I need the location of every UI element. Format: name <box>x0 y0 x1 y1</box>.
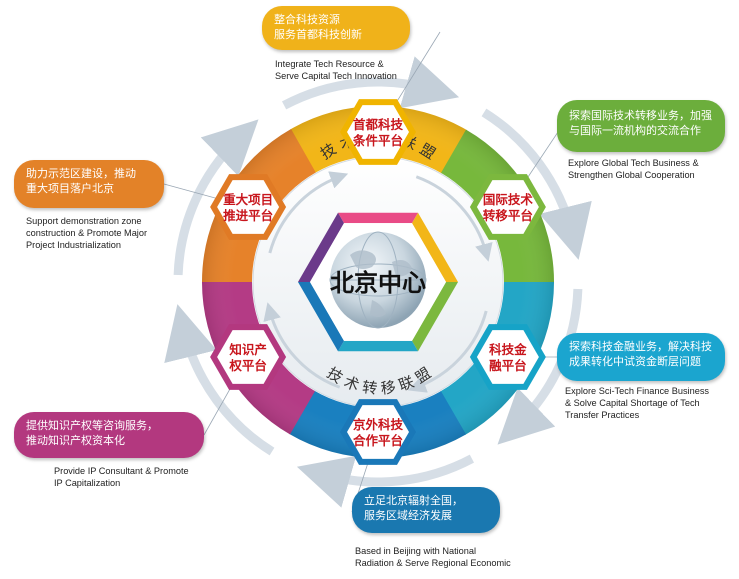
callout-major: 助力示范区建设，推动 重大项目落户北京 <box>14 160 164 208</box>
caption-international-en-2: Strengthen Global Cooperation <box>568 170 695 180</box>
caption-outer-en-1: Based in Beijing with National <box>355 546 477 556</box>
outer-arrow <box>173 119 259 276</box>
caption-ip-en-2: IP Capitalization <box>54 478 121 488</box>
callout-international: 探索国际技术转移业务，加强 与国际一流机构的交流合作 <box>557 100 725 152</box>
center-hex-edge <box>412 282 458 352</box>
platform-node-label: 条件平台 <box>352 133 403 148</box>
platform-node-fill <box>476 180 539 234</box>
platform-node-fill <box>347 405 409 459</box>
platform-node-label: 科技金 <box>489 342 527 357</box>
outer-arrow <box>481 108 592 260</box>
center-hex-edge <box>412 212 458 282</box>
center-hex-edge <box>298 282 344 352</box>
caption-finance-en-1: Explore Sci-Tech Finance Business <box>565 386 710 396</box>
platform-node-label: 权平台 <box>228 358 267 373</box>
callout-outer: 立足北京辐射全国， 服务区域经济发展 <box>352 487 500 533</box>
caption-major-en-2: construction & Promote Major <box>26 228 148 238</box>
caption-international-en-1: Explore Global Tech Business & <box>568 158 699 168</box>
platform-node-label: 推进平台 <box>223 208 273 223</box>
inner-arrow <box>407 310 488 393</box>
center-label: 北京中心 <box>330 269 426 297</box>
callout-finance: 探索科技金融业务，解决科技 成果转化中试资金断层问题 <box>557 333 725 381</box>
caption-finance-en-2: & Solve Capital Shortage of Tech <box>565 398 700 408</box>
platform-node-label: 重大项目 <box>223 192 273 207</box>
platform-node-label: 转移平台 <box>483 208 533 223</box>
callout-finance-cn-2: 成果转化中试资金断层问题 <box>569 355 701 368</box>
globe-icon <box>329 231 427 329</box>
caption-international: Explore Global Tech Business & Strengthe… <box>568 157 699 181</box>
caption-capital-en-1: Integrate Tech Resource & <box>275 59 384 69</box>
callout-outer-cn-1: 立足北京辐射全国， <box>364 494 463 507</box>
inner-arrow <box>268 171 349 254</box>
caption-finance-en-3: Transfer Practices <box>565 410 640 420</box>
outer-arrow <box>164 304 275 456</box>
platform-node-fill <box>217 180 280 234</box>
callout-major-cn-2: 重大项目落户北京 <box>26 182 114 195</box>
caption-capital-en-2: Serve Capital Tech Innovation <box>275 71 397 81</box>
platform-node-label: 知识产 <box>228 342 267 357</box>
platform-node-label: 融平台 <box>489 358 527 373</box>
callout-international-cn-1: 探索国际技术转移业务，加强 <box>569 109 712 122</box>
callout-capital-cn-1: 整合科技资源 <box>274 13 340 26</box>
platform-node-label: 合作平台 <box>353 433 403 448</box>
platform-nodes: 首都科技条件平台国际技术转移平台科技金融平台京外科技合作平台知识产权平台重大项目… <box>210 99 546 465</box>
center-hex-edge <box>338 340 418 352</box>
callout-ip-cn-1: 提供知识产权等咨询服务， <box>26 419 158 432</box>
callout-ip: 提供知识产权等咨询服务， 推动知识产权资本化 <box>14 412 204 458</box>
platform-node-fill <box>347 105 409 159</box>
caption-finance: Explore Sci-Tech Finance Business & Solv… <box>565 385 709 421</box>
caption-major-en-1: Support demonstration zone <box>26 216 142 226</box>
caption-major-en-3: Project Industrialization <box>26 240 121 250</box>
center-hex-edge <box>338 212 418 224</box>
callout-ip-cn-2: 推动知识产权资本化 <box>26 434 125 447</box>
caption-ip-en-1: Provide IP Consultant & Promote <box>54 466 189 476</box>
outer-arrow <box>296 454 475 508</box>
caption-ip: Provide IP Consultant & Promote IP Capit… <box>54 465 189 489</box>
callout-capital-cn-2: 服务首都科技创新 <box>274 28 362 41</box>
caption-capital: Integrate Tech Resource & Serve Capital … <box>275 58 397 82</box>
platform-node-fill <box>476 330 539 384</box>
callout-finance-cn-1: 探索科技金融业务，解决科技 <box>569 340 712 353</box>
platform-node-fill <box>217 330 280 384</box>
caption-outer: Based in Beijing with National Radiation… <box>355 545 511 569</box>
inner-arrow <box>263 302 341 389</box>
callout-international-cn-2: 与国际一流机构的交流合作 <box>569 124 701 137</box>
platform-node-label: 京外科技 <box>353 417 404 432</box>
caption-outer-en-2: Radiation & Serve Regional Economic <box>355 558 511 568</box>
caption-major: Support demonstration zone construction … <box>26 215 147 251</box>
platform-node-label: 首都科技 <box>353 117 404 132</box>
callout-outer-cn-2: 服务区域经济发展 <box>364 509 452 522</box>
callout-capital: 整合科技资源 服务首都科技创新 <box>262 6 410 50</box>
callout-major-cn-1: 助力示范区建设，推动 <box>26 167 136 180</box>
center-hex-edge <box>298 212 344 282</box>
platform-node-label: 国际技术 <box>483 192 534 207</box>
inner-cycle-arrows <box>263 171 493 393</box>
outer-arrow <box>281 56 460 110</box>
inner-arrow <box>415 175 493 262</box>
